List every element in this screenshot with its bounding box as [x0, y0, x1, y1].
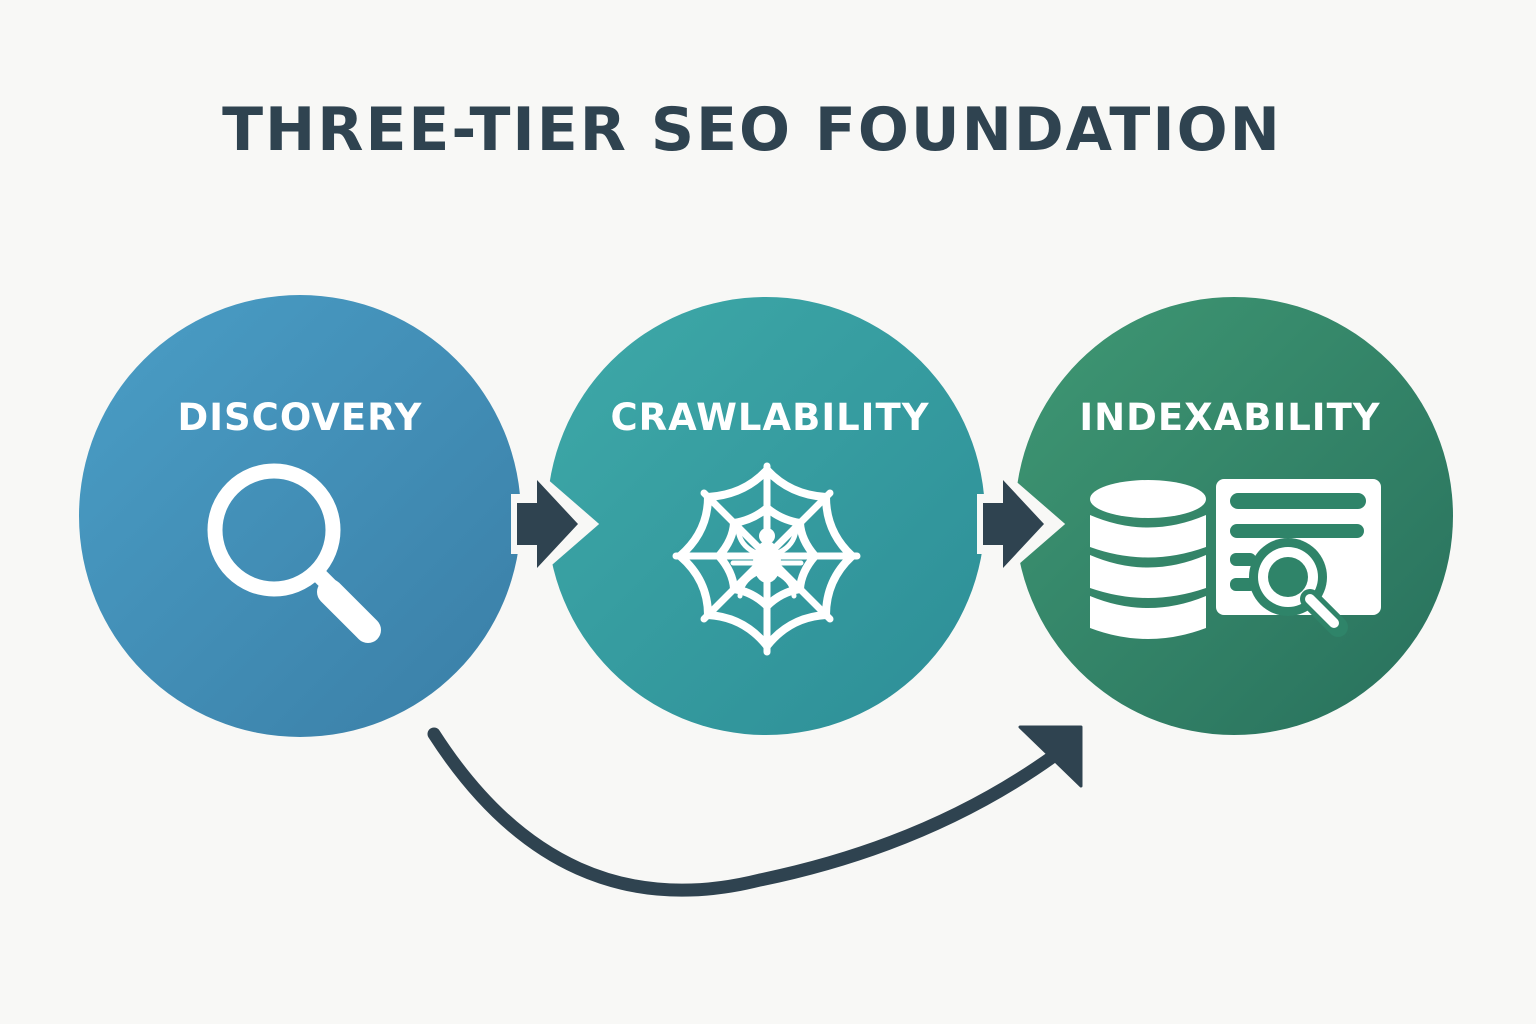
tier-label-discovery: DISCOVERY: [178, 396, 423, 439]
spider-web-icon: [672, 462, 861, 656]
database-document-search-icon: [1090, 479, 1381, 639]
diagram-title: THREE-TIER SEO FOUNDATION: [222, 95, 1282, 165]
database-icon: [1090, 480, 1206, 639]
tier-label-crawlability: CRAWLABILITY: [611, 396, 930, 439]
document-search-icon: [1216, 479, 1381, 637]
tier-indexability: INDEXABILITY: [1015, 297, 1453, 735]
spider-icon: [730, 527, 804, 599]
tier-label-indexability: INDEXABILITY: [1079, 396, 1380, 439]
arrow-discovery-to-crawlability: [511, 464, 600, 584]
curved-arrow-discovery-to-indexability: [427, 725, 1083, 897]
tier-circle-discovery: [79, 295, 521, 737]
tier-discovery: DISCOVERY: [79, 295, 521, 737]
tier-crawlability: CRAWLABILITY: [547, 297, 985, 735]
magnifying-glass-icon: [207, 463, 381, 643]
arrow-crawlability-to-indexability: [977, 464, 1066, 584]
